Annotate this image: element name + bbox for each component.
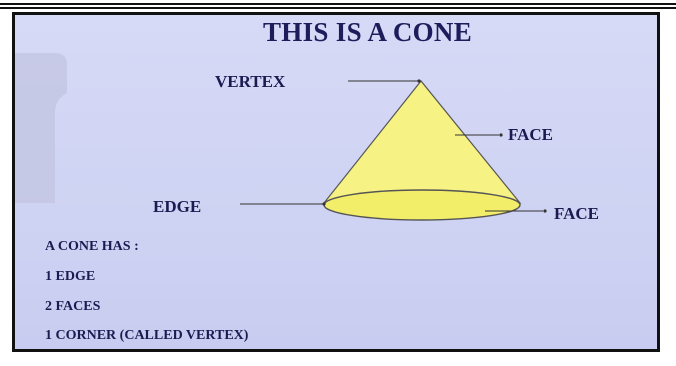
fact-item: 2 FACES bbox=[45, 299, 100, 315]
slide-frame: THIS IS A CONE VERTEX FACE EDGE FACE A C… bbox=[12, 12, 660, 352]
face-base-label: FACE bbox=[554, 204, 599, 224]
fact-item: 1 EDGE bbox=[45, 269, 95, 285]
face-side-label: FACE bbox=[508, 125, 553, 145]
cone-lateral-surface bbox=[324, 81, 520, 203]
edge-label: EDGE bbox=[153, 197, 201, 217]
cone-base-face bbox=[324, 190, 520, 220]
slide-title: THIS IS A CONE bbox=[263, 17, 472, 48]
cone-diagram bbox=[15, 15, 660, 352]
face-base-leader-dot bbox=[543, 209, 546, 212]
facts-heading: A CONE HAS : bbox=[45, 239, 139, 255]
top-rule-line bbox=[0, 3, 676, 5]
face-side-leader-dot bbox=[499, 133, 502, 136]
edge-leader-dot bbox=[322, 202, 325, 205]
vertex-leader-dot bbox=[417, 79, 420, 82]
fact-item: 1 CORNER (CALLED VERTEX) bbox=[45, 328, 248, 344]
top-border-rule bbox=[0, 0, 676, 12]
vertex-label: VERTEX bbox=[215, 72, 285, 92]
top-rule-line bbox=[0, 7, 676, 9]
